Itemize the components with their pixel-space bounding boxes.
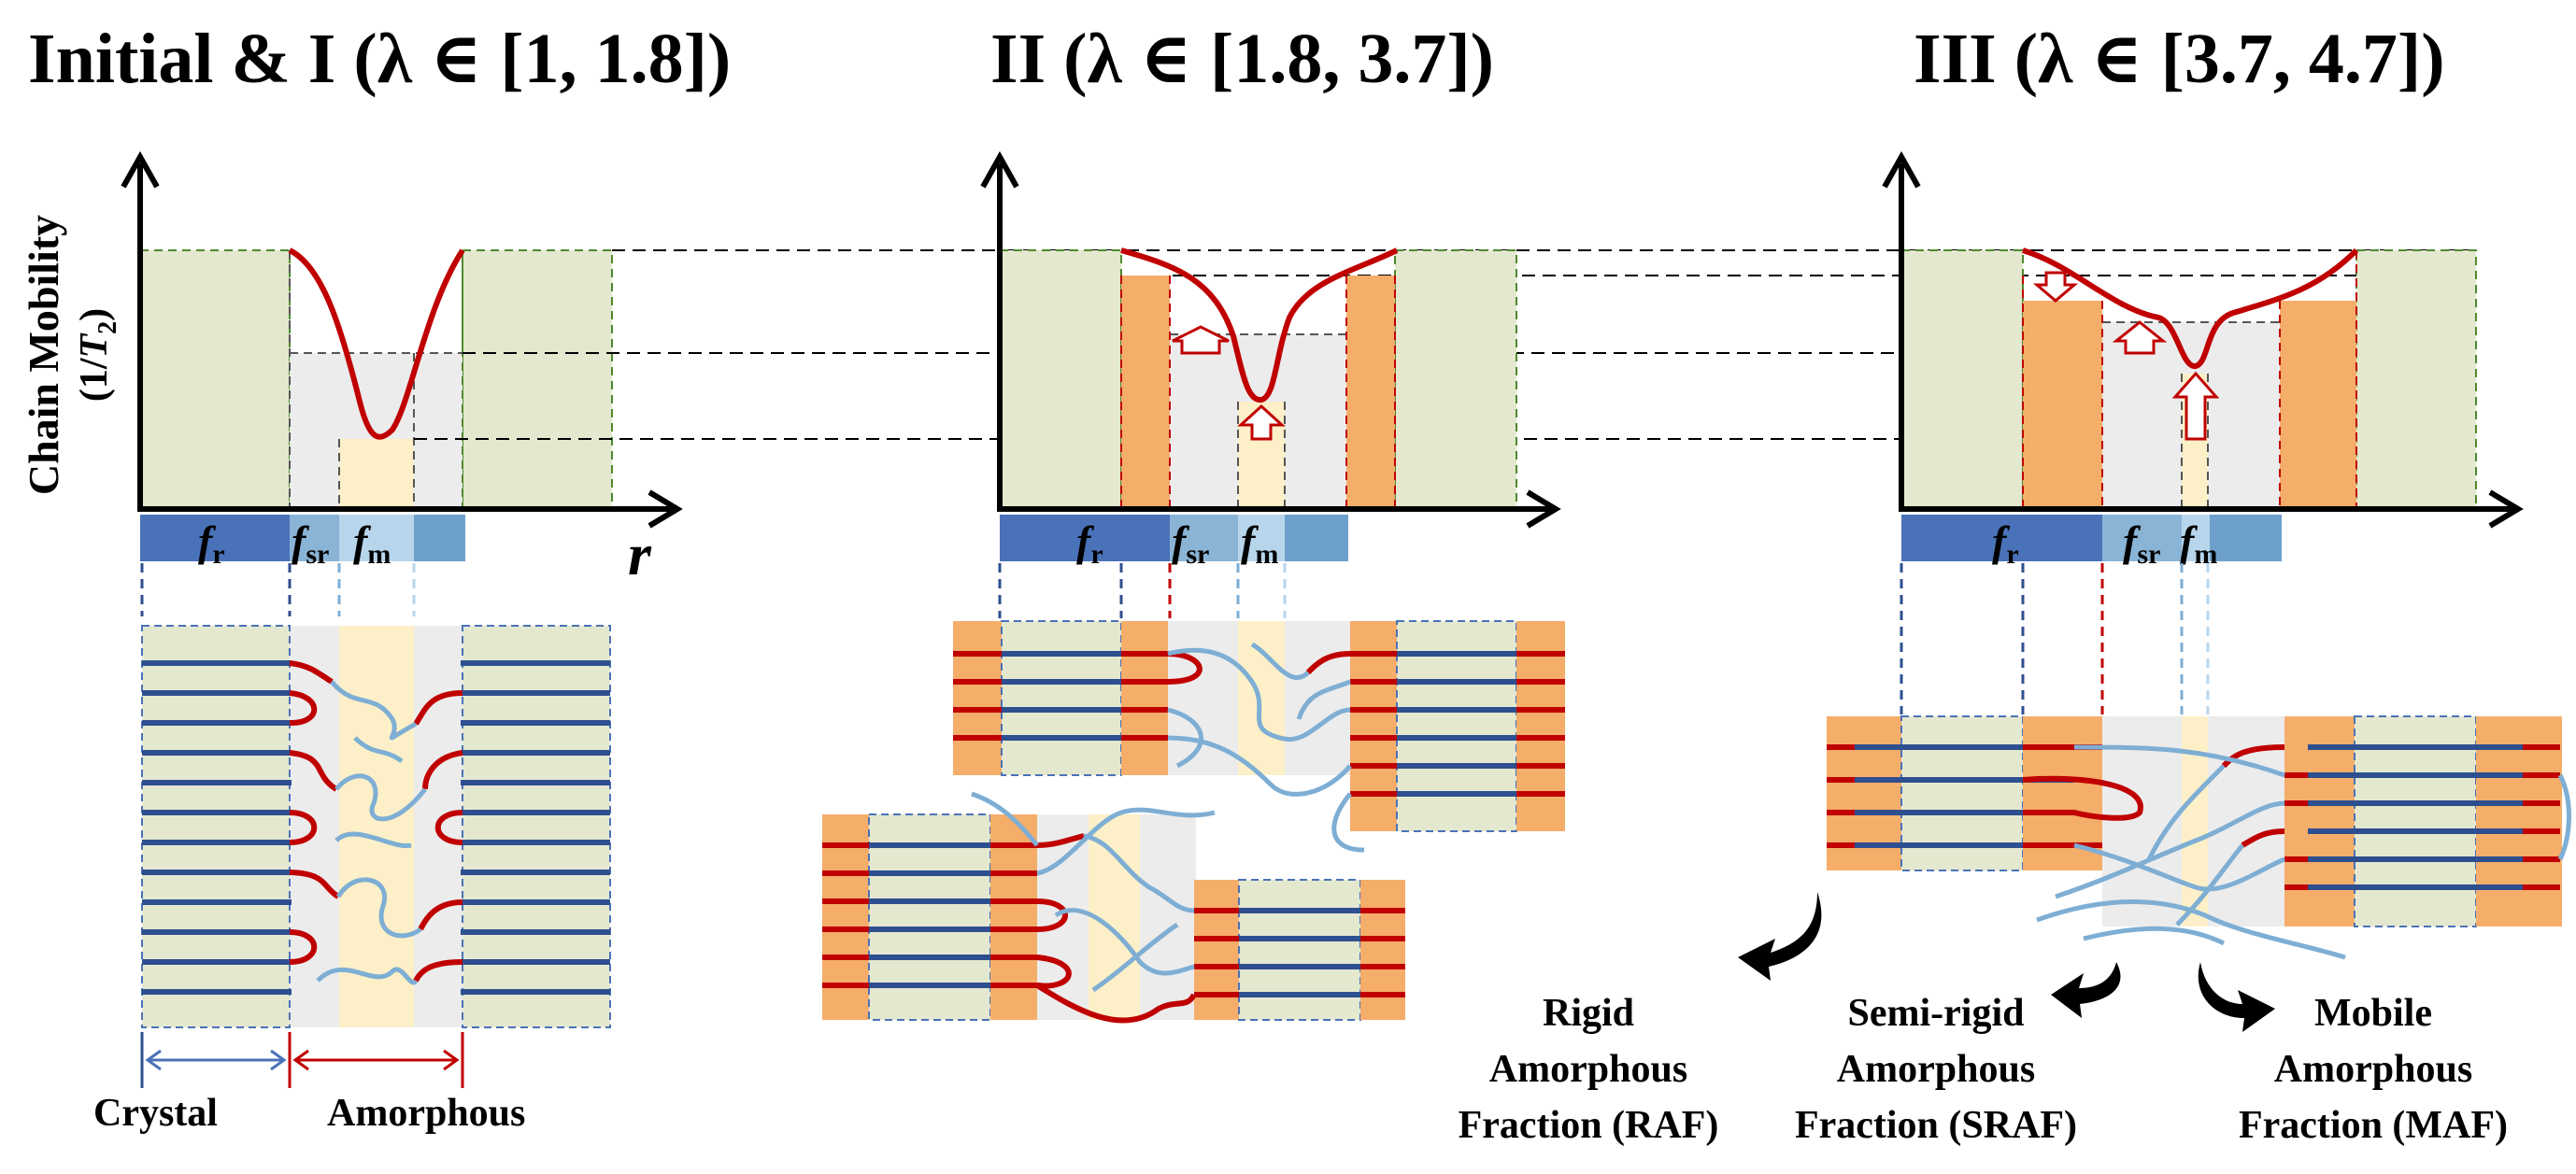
x-axis-label: r <box>628 521 652 587</box>
svg-text:Amorphous: Amorphous <box>2274 1048 2472 1091</box>
svg-text:fr: fr <box>1992 517 2019 570</box>
raf-region-left <box>1121 276 1170 507</box>
category-maf: Mobile Amorphous Fraction (MAF) <box>2239 992 2508 1147</box>
panel-title-1: Initial & I (λ ∈ [1, 1.8]) <box>28 20 731 98</box>
panel-title-3: III (λ ∈ [3.7, 4.7]) <box>1914 20 2445 98</box>
svg-text:fm: fm <box>2180 517 2217 570</box>
panel-1: r fr fsr fm <box>93 150 683 1135</box>
lamellar-structure-3 <box>1827 715 2571 960</box>
mobility-curve-3 <box>2022 248 2359 369</box>
legend-crystal: Crystal <box>93 1092 218 1135</box>
svg-text:Fraction (RAF): Fraction (RAF) <box>1459 1104 1719 1147</box>
svg-text:Semi-rigid: Semi-rigid <box>1848 992 2025 1035</box>
svg-text:Mobile: Mobile <box>2314 992 2432 1035</box>
up-arrow-icon <box>1172 325 1230 355</box>
f-r-label: fr <box>198 517 225 570</box>
mobile-region <box>339 439 414 507</box>
svg-text:fr: fr <box>1076 517 1103 570</box>
svg-text:(1/T2): (1/T2) <box>73 308 122 402</box>
lamellar-structure-2a <box>953 620 1565 853</box>
svg-text:fsr: fsr <box>1172 517 1209 570</box>
f-sr-label: fsr <box>292 517 329 570</box>
category-raf: Rigid Amorphous Fraction (RAF) <box>1459 992 1719 1147</box>
curved-arrow-icon <box>2051 962 2121 1018</box>
curved-arrow-icon <box>2198 962 2275 1032</box>
category-sraf: Semi-rigid Amorphous Fraction (SRAF) <box>1795 992 2077 1147</box>
crystal-block-left <box>139 249 291 508</box>
up-arrow-icon <box>2171 371 2220 441</box>
svg-text:Rigid: Rigid <box>1543 992 1634 1035</box>
panel-title-2: II (λ ∈ [1.8, 3.7]) <box>990 20 1494 98</box>
svg-text:fsr: fsr <box>2123 517 2160 570</box>
legend-amorphous: Amorphous <box>327 1092 525 1135</box>
svg-text:Fraction (MAF): Fraction (MAF) <box>2239 1104 2508 1147</box>
mobility-curve-1 <box>288 248 465 440</box>
svg-text:fm: fm <box>1241 517 1278 570</box>
panel-3: fr fsr fm <box>1459 150 2571 1147</box>
down-arrow-icon <box>2032 271 2079 303</box>
lamellar-structure-1 <box>141 625 611 1028</box>
panel-2: fr fsr fm <box>822 150 1565 1024</box>
up-arrow-icon <box>2112 320 2168 355</box>
lamellar-structure-2b <box>822 791 1405 1024</box>
f-m-label: fm <box>353 517 391 570</box>
svg-text:Amorphous: Amorphous <box>1489 1048 1687 1091</box>
svg-text:Chain Mobility: Chain Mobility <box>20 215 67 495</box>
mobility-curve-2 <box>1120 248 1399 403</box>
crystal-block-right <box>462 249 613 508</box>
y-axis-label: Chain Mobility (1/T2) <box>20 215 122 495</box>
up-arrow-icon <box>1237 403 1286 441</box>
curved-arrow-icon <box>1738 892 1822 981</box>
svg-text:Amorphous: Amorphous <box>1837 1048 2035 1091</box>
raf-region-right <box>1346 276 1395 507</box>
svg-text:Fraction (SRAF): Fraction (SRAF) <box>1795 1104 2077 1147</box>
